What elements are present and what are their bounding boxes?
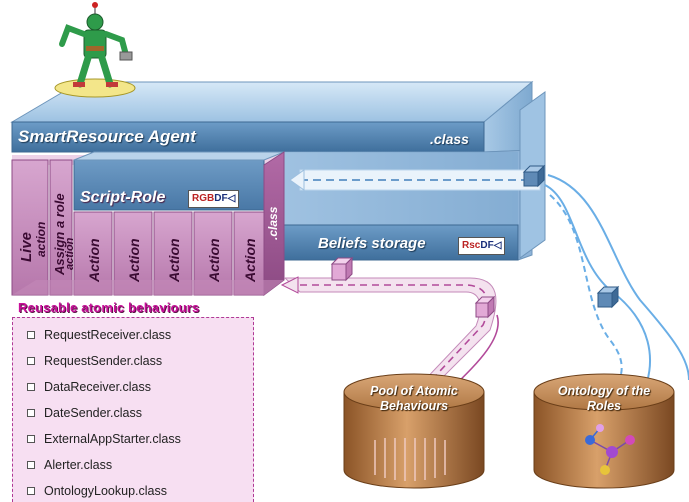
live-action-label: action bbox=[34, 221, 48, 257]
live-label: Live bbox=[18, 232, 35, 262]
reusable-title: Reusable atomic behaviours bbox=[18, 300, 200, 315]
action-label: Action bbox=[166, 238, 182, 282]
list-item-label: RequestSender.class bbox=[44, 354, 163, 368]
pool-db-label-line1: Pool of Atomic bbox=[370, 384, 458, 398]
database-icon bbox=[343, 373, 485, 489]
bullet-icon bbox=[27, 435, 35, 443]
cube-connector-icon bbox=[522, 164, 546, 188]
behaviours-list: RequestReceiver.class RequestSender.clas… bbox=[12, 317, 254, 502]
list-item-label: OntologyLookup.class bbox=[44, 484, 167, 498]
database-icon bbox=[533, 373, 675, 489]
pool-db-label-line2: Behaviours bbox=[379, 399, 449, 413]
bullet-icon bbox=[27, 487, 35, 495]
badge-rgb-text: RGB bbox=[192, 193, 215, 204]
list-item-label: Alerter.class bbox=[44, 458, 113, 472]
bullet-icon bbox=[27, 409, 35, 417]
script-role-class-suffix: .class bbox=[266, 206, 280, 240]
list-item: ExternalAppStarter.class bbox=[27, 432, 181, 446]
list-item-label: ExternalAppStarter.class bbox=[44, 432, 181, 446]
action-label: Action bbox=[126, 238, 142, 282]
cube-connector-icon bbox=[330, 256, 354, 282]
bullet-icon bbox=[27, 383, 35, 391]
script-role-title: Script-Role bbox=[80, 189, 166, 206]
list-item-label: DateSender.class bbox=[44, 406, 142, 420]
badge-df-text: DF bbox=[214, 193, 228, 204]
bullet-icon bbox=[27, 357, 35, 365]
cube-connector-icon bbox=[596, 285, 620, 309]
list-item-label: RequestReceiver.class bbox=[44, 328, 172, 342]
badge-df-text: DF bbox=[480, 240, 494, 251]
assign-role-action-label: action bbox=[64, 237, 76, 270]
beliefs-title: Beliefs storage bbox=[318, 235, 426, 252]
list-item: DateSender.class bbox=[27, 406, 142, 420]
robot-figure-icon bbox=[54, 2, 136, 98]
bullet-icon bbox=[27, 331, 35, 339]
list-item: Alerter.class bbox=[27, 458, 112, 472]
ontology-graph-icon bbox=[585, 424, 635, 475]
badge-rsc-text: Rsc bbox=[462, 240, 481, 251]
live-label-main: Live bbox=[18, 231, 35, 262]
script-role-block bbox=[11, 151, 285, 296]
action-label: Action bbox=[206, 238, 222, 282]
rgbdf-badge: RGBDF◁ bbox=[188, 190, 240, 208]
list-item-label: DataReceiver.class bbox=[44, 380, 151, 394]
ontology-db-label: Ontology of the Roles bbox=[544, 384, 664, 414]
list-item: DataReceiver.class bbox=[27, 380, 151, 394]
cube-connector-icon bbox=[474, 295, 496, 319]
action-label: Action bbox=[242, 238, 258, 282]
bullet-icon bbox=[27, 461, 35, 469]
agent-class-suffix: .class bbox=[430, 131, 469, 147]
list-item: RequestReceiver.class bbox=[27, 328, 171, 342]
ontology-db-label-line2: Roles bbox=[586, 399, 622, 413]
rscdf-badge: RscDF◁ bbox=[458, 237, 506, 255]
list-item: OntologyLookup.class bbox=[27, 484, 167, 498]
agent-title: SmartResource Agent bbox=[18, 127, 196, 146]
ontology-db-label-line1: Ontology of the bbox=[557, 384, 651, 398]
list-item: RequestSender.class bbox=[27, 354, 162, 368]
action-label: Action bbox=[86, 238, 102, 282]
pool-db-label: Pool of Atomic Behaviours bbox=[354, 384, 474, 414]
